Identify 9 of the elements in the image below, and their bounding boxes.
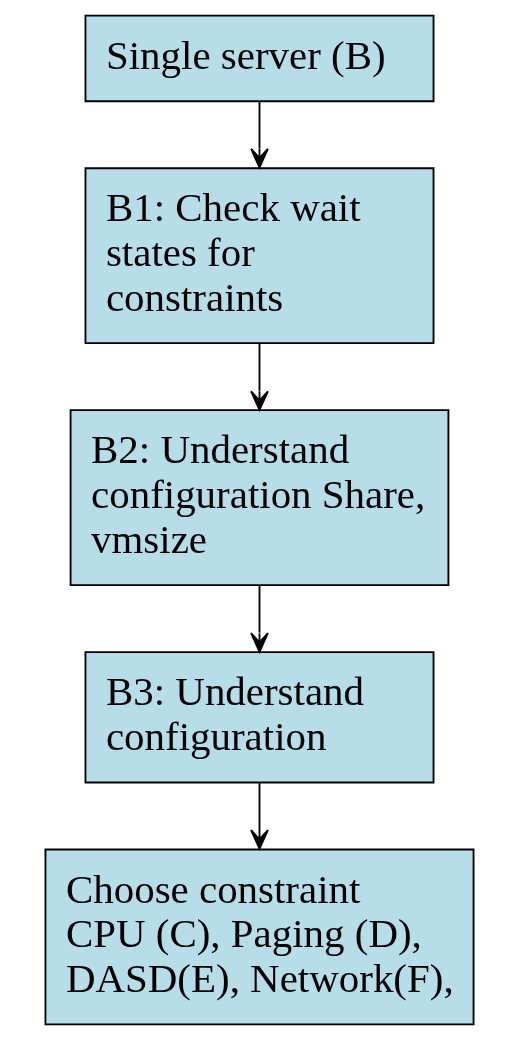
node-box: Choose constraint CPU (C), Paging (D), DASD(E), Network(F), xyxy=(44,848,474,1026)
arrow xyxy=(249,100,269,169)
node-box: Single server (B) xyxy=(84,14,434,103)
node-box: B1: Check wait states for constraints xyxy=(84,167,434,345)
arrow xyxy=(249,342,269,411)
arrow xyxy=(249,584,269,653)
node-box: B3: Understand configuration xyxy=(84,651,434,784)
node-box: B2: Understand configuration Share, vmsize xyxy=(69,409,449,587)
arrow xyxy=(249,781,269,850)
